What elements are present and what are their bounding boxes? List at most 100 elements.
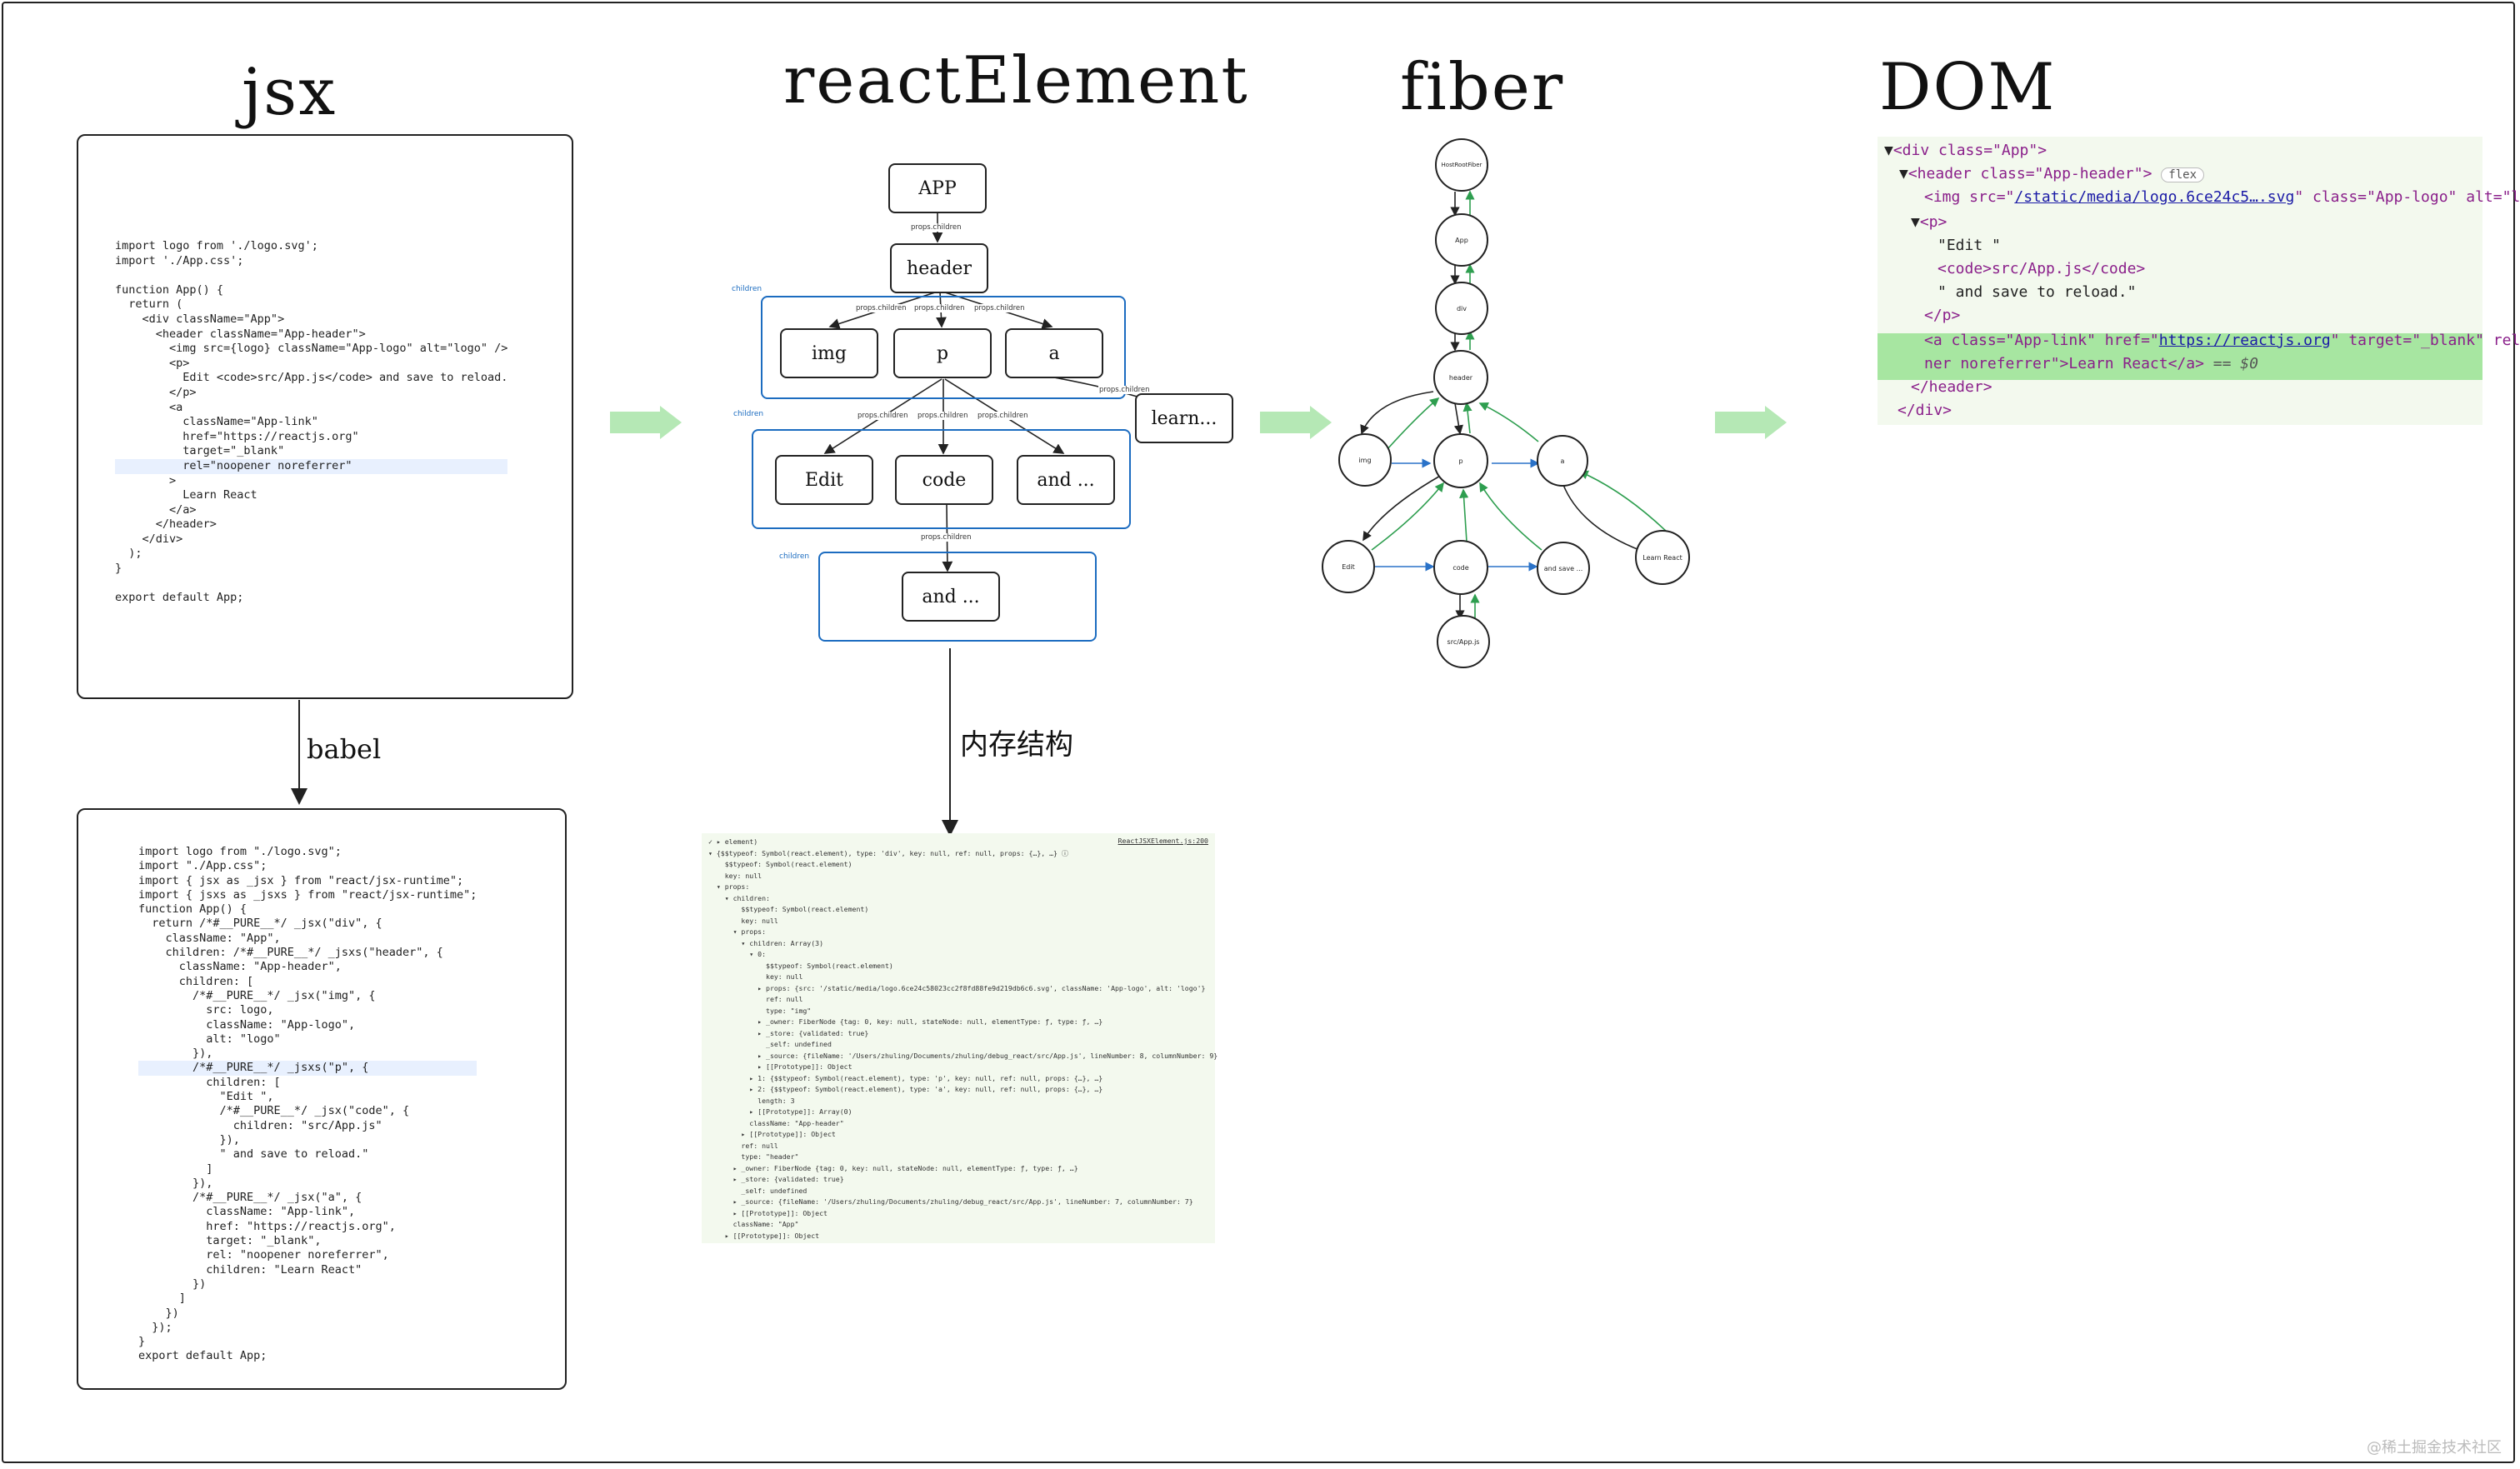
code-line: $$typeof: Symbol(react.element) [741,905,869,913]
code-line: ▾ props: [716,882,750,891]
code-line: key: null [724,871,762,880]
fiber-node-p: p [1433,433,1488,488]
dom-line-code[interactable]: <code>src/App.js</code> [1938,260,2146,277]
code-line: function App() { [115,282,224,297]
fiber-node-learn-react: Learn React [1635,530,1690,585]
code-line: } [115,562,122,576]
code-line: children: "Learn React" [206,1262,362,1277]
code-line: type: "img" [766,1006,812,1015]
code-line: ] [206,1162,213,1176]
dom-selected-row[interactable] [1878,333,2482,380]
code-line: ✓ ▸ element) [708,837,758,846]
code-line: /*#__PURE__*/ _jsxs("p", { [138,1061,478,1076]
dom-img-src-link[interactable]: /static/media/logo.6ce24c5….svg [2014,188,2295,206]
babel-code: import logo from "./logo.svg"; import ".… [138,845,478,1364]
heading-dom: DOM [1879,50,2057,125]
children-group-2 [752,429,1131,529]
code-line: ); [128,547,142,561]
dom-a-href-link[interactable]: https://reactjs.org [2158,332,2331,349]
code-line: }) [192,1277,207,1291]
code-line: Learn React [182,488,258,502]
code-line: ] [178,1292,186,1306]
code-line: </header> [155,517,217,532]
code-line: /*#__PURE__*/ _jsx("img", { [192,988,376,1002]
code-line: function App() { [138,902,248,917]
element-node-code: code [895,455,993,505]
code-line: ▸ _store: {validated: true} [758,1028,869,1037]
code-line: $$typeof: Symbol(react.element) [766,961,893,970]
code-line: > [169,473,177,487]
code-line: alt: "logo" [206,1032,281,1046]
code-line: ▾ props: [732,927,767,936]
edge-label: props.children [1098,386,1151,394]
edge-label: props.children [917,412,969,420]
babel-code-box: import logo from "./logo.svg"; import ".… [77,808,567,1390]
element-node-img: img [780,328,878,378]
edge-label: props.children [973,304,1026,312]
code-line: className: "App-link", [206,1205,356,1219]
heading-jsx: jsx [242,55,338,130]
dom-line-img[interactable]: <img src="/static/media/logo.6ce24c5….sv… [1924,188,2520,206]
dom-elements-panel: ▼<div class="App"> ▼<header class="App-h… [1878,137,2520,425]
code-line: _self: undefined [766,1040,832,1048]
code-line: import "./App.css"; [138,859,268,873]
code-line: " and save to reload." [219,1147,369,1162]
code-line: }), [219,1132,240,1147]
dom-line-p[interactable]: ▼<p> [1911,213,1948,231]
dom-line-div[interactable]: ▼<div class="App"> [1884,142,2048,159]
dom-line-a[interactable]: <a class="App-link" href="https://reactj… [1924,332,2520,349]
devtools-object-dump: ReactJSXElement.js:200 ✓ ▸ element) ▾ {$… [702,833,1218,1243]
code-line: ▾ children: Array(3) [741,938,824,947]
code-line: key: null [741,916,778,925]
code-line: ▸ [[Prototype]]: Object [732,1208,828,1217]
dom-line-save: " and save to reload." [1938,283,2137,301]
code-line: return ( [128,297,183,312]
code-line: ▸ 2: {$$typeof: Symbol(react.element), t… [749,1085,1103,1093]
flow-arrow-2 [1260,412,1310,433]
code-line: ▾ children: [724,893,770,902]
dom-line-header[interactable]: ▼<header class="App-header"> flex [1899,165,2205,182]
element-node-and-2: and ... [902,572,1000,622]
heading-fiber: fiber [1400,50,1565,125]
code-line: </a> [169,502,197,517]
code-line: className: "App-logo", [206,1017,356,1032]
element-node-edit: Edit [775,455,873,505]
flow-arrow-3-head [1765,406,1787,439]
devtools-source-link[interactable]: ReactJSXElement.js:200 [1118,837,1208,845]
code-line: $$typeof: Symbol(react.element) [724,860,852,868]
code-line: }); [152,1320,172,1334]
code-line: export default App; [115,591,244,605]
devtools-lines: ✓ ▸ element) ▾ {$$typeof: Symbol(react.e… [708,837,1218,1242]
edge-label: props.children [920,533,972,542]
code-line: </div> [142,532,183,546]
code-line: export default App; [138,1349,268,1363]
code-line: <header className="App-header"> [155,327,366,341]
code-line: ▸ _source: {fileName: '/Users/zhuling/Do… [758,1051,1218,1060]
code-line: }), [192,1047,213,1061]
code-line: length: 3 [758,1096,795,1105]
code-line: }) [165,1306,179,1320]
code-line: <p> [169,356,190,370]
dom-line-p-close: </p> [1924,307,1961,324]
code-line: ▸ [[Prototype]]: Array(0) [749,1107,852,1116]
flow-arrow-2-head [1310,406,1332,439]
code-line: import logo from './logo.svg'; [115,239,318,252]
babel-label: babel [307,733,382,765]
code-line: ref: null [741,1141,778,1150]
fiber-node-edit: Edit [1322,540,1375,593]
code-line: rel: "noopener noreferrer", [206,1248,389,1262]
group-label-1: children [732,285,762,293]
code-line: className="App-link" [182,415,318,429]
dom-line-header-close: </header> [1911,378,1992,396]
code-line: return /*#__PURE__*/ _jsx("div", { [152,917,382,931]
code-line: ▾ 0: [749,950,767,958]
code-line: import { jsx as _jsx } from "react/jsx-r… [138,873,464,887]
fiber-node-img: img [1338,433,1392,487]
flex-badge[interactable]: flex [2161,167,2205,182]
code-line: ▸ [[Prototype]]: Object [741,1130,836,1138]
element-node-app: APP [888,163,987,213]
children-group-3 [818,552,1097,642]
code-line: Edit <code>src/App.js</code> and save to… [182,371,508,385]
heading-react-element: reactElement [783,43,1249,118]
